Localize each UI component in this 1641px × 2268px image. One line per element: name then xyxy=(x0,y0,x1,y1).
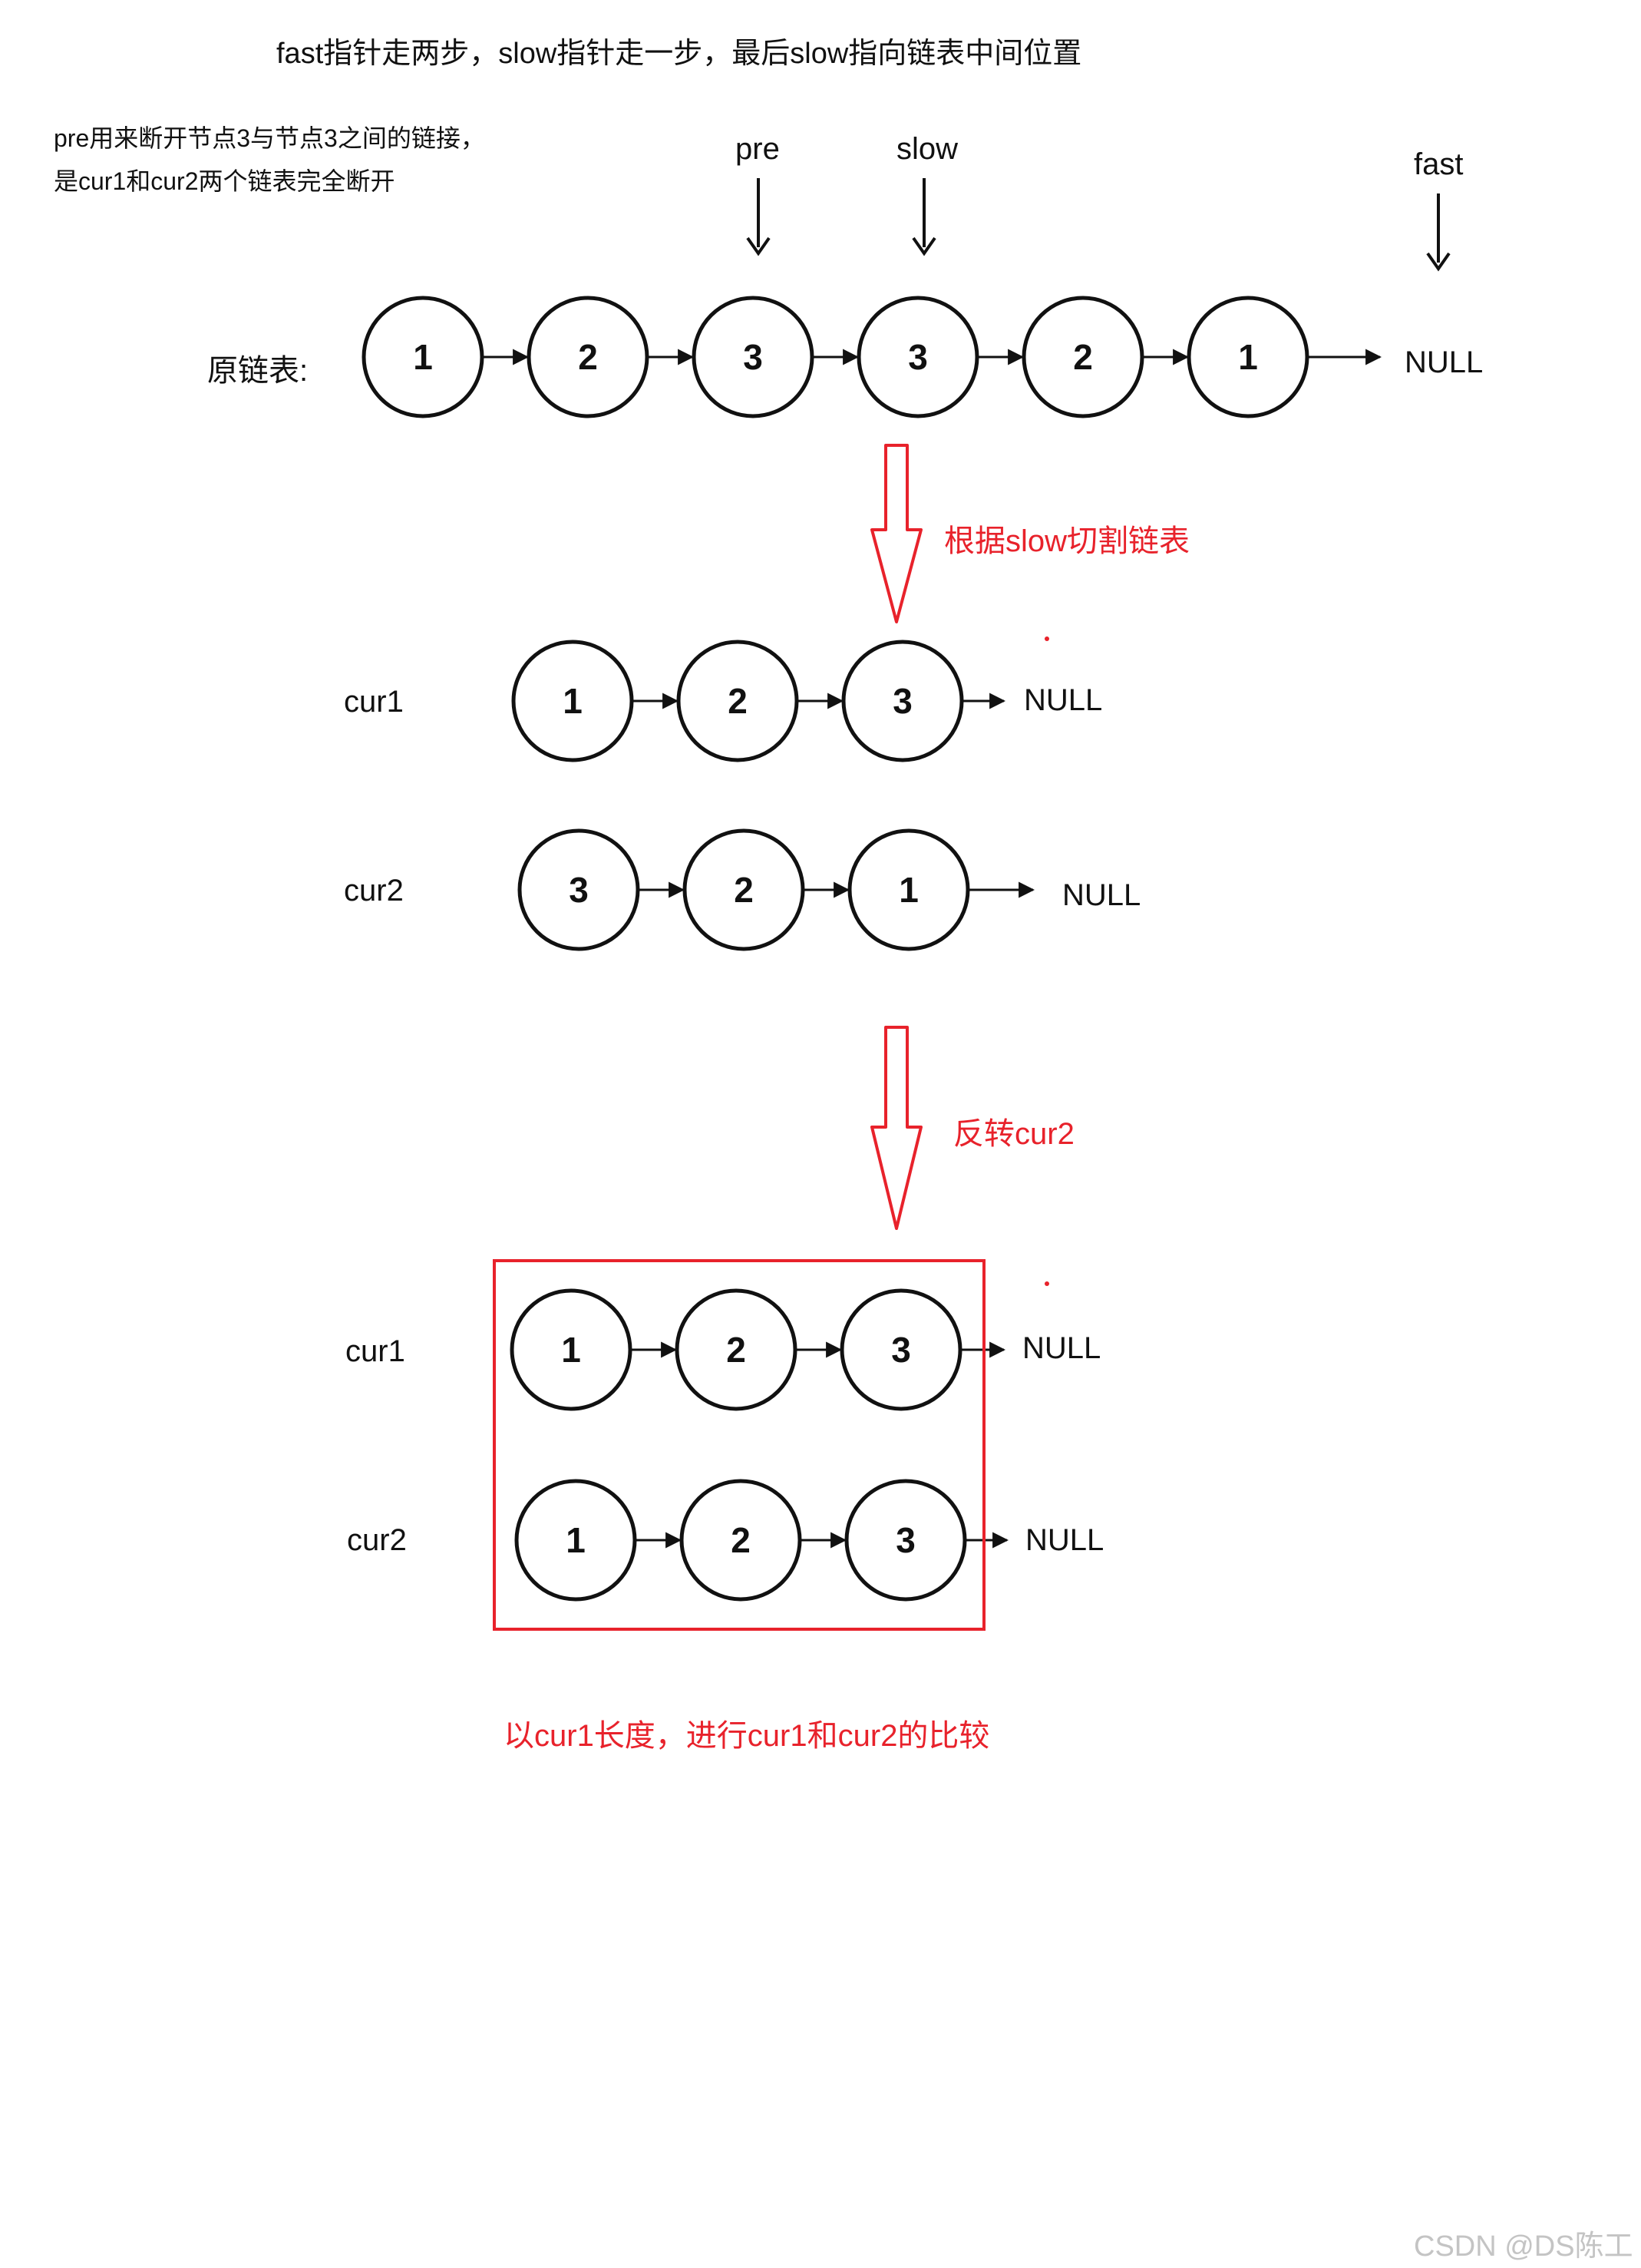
original-node: 1 xyxy=(362,296,484,418)
fast-pointer-label: fast xyxy=(1414,147,1464,181)
original-node-value: 2 xyxy=(578,337,598,377)
split-cur1-null: NULL xyxy=(1024,683,1103,717)
slow-pointer-arrowhead xyxy=(912,236,936,256)
reversed-cur2-node: 3 xyxy=(844,1479,967,1602)
split-cur2-node-value: 1 xyxy=(899,870,919,910)
split-cur1-node-value: 2 xyxy=(728,681,748,721)
reversed-cur1-node-value: 3 xyxy=(891,1330,911,1370)
original-node-value: 2 xyxy=(1073,337,1093,377)
diagram-title: fast指针走两步，slow指针走一步，最后slow指向链表中间位置 xyxy=(276,38,1082,70)
reversed-cur2-node-value: 2 xyxy=(731,1520,751,1560)
reversed-cur1-node: 3 xyxy=(840,1288,962,1411)
original-null: NULL xyxy=(1405,345,1484,379)
split-cur1-node: 1 xyxy=(511,640,634,762)
reversed-cur2-list: 1 2 3 xyxy=(514,1479,1009,1602)
split-cur1-node-value: 1 xyxy=(563,681,583,721)
reversed-cur1-node-value: 2 xyxy=(726,1330,746,1370)
reversed-cur1-node: 2 xyxy=(675,1288,797,1411)
reversed-cur2-node: 2 xyxy=(679,1479,802,1602)
reversed-cur1-null: NULL xyxy=(1022,1331,1101,1365)
original-node-value: 1 xyxy=(413,337,433,377)
pre-pointer-arrowhead xyxy=(746,236,771,256)
reversed-cur1-node: 1 xyxy=(510,1288,632,1411)
original-node: 2 xyxy=(1022,296,1144,418)
note-line-2: 是cur1和cur2两个链表完全断开 xyxy=(54,167,395,195)
reversed-cur2-node-value: 1 xyxy=(566,1520,586,1560)
original-node: 3 xyxy=(692,296,814,418)
split-cur2-node: 1 xyxy=(847,828,970,951)
compare-caption: 以cur1长度，进行cur1和cur2的比较 xyxy=(504,1719,990,1753)
reversed-cur2-label: cur2 xyxy=(347,1523,407,1557)
split-cur1-node: 3 xyxy=(841,640,964,762)
original-node-value: 3 xyxy=(908,337,928,377)
original-node: 3 xyxy=(857,296,979,418)
reversed-cur2-null: NULL xyxy=(1025,1523,1104,1557)
split-cur2-null: NULL xyxy=(1062,878,1141,912)
split-cur1-node: 2 xyxy=(676,640,799,762)
split-cur2-node: 2 xyxy=(682,828,805,951)
original-node: 1 xyxy=(1187,296,1309,418)
reverse-caption: 反转cur2 xyxy=(953,1117,1075,1151)
red-dot-mark xyxy=(1045,636,1049,641)
pointer-arrows xyxy=(746,178,1451,272)
split-cur1-node-value: 3 xyxy=(893,681,913,721)
split-cur2-list: 3 2 1 xyxy=(517,828,1035,951)
split-cur1-label: cur1 xyxy=(344,685,404,719)
reverse-down-arrow xyxy=(870,1026,923,1230)
pre-pointer-label: pre xyxy=(735,132,780,166)
note-line-1: pre用来断开节点3与节点3之间的链接， xyxy=(54,124,485,152)
original-list: 1 2 3 3 2 1 xyxy=(362,296,1382,418)
reversed-cur2-node: 1 xyxy=(514,1479,637,1602)
split-cur2-node-value: 3 xyxy=(569,870,589,910)
fast-pointer-arrowhead xyxy=(1426,252,1451,272)
red-dot-mark xyxy=(1045,1281,1049,1286)
reversed-cur2-node-value: 3 xyxy=(896,1520,916,1560)
original-list-label: 原链表: xyxy=(207,354,309,388)
split-cur2-label: cur2 xyxy=(344,874,404,908)
split-caption: 根据slow切割链表 xyxy=(944,524,1190,558)
reversed-cur1-list: 1 2 3 xyxy=(510,1288,1006,1411)
comparison-highlight-box xyxy=(493,1259,986,1631)
original-node-value: 3 xyxy=(743,337,763,377)
split-down-arrow xyxy=(870,444,923,623)
original-node-value: 1 xyxy=(1238,337,1258,377)
split-cur2-node: 3 xyxy=(517,828,640,951)
watermark: CSDN @DS陈工 xyxy=(1414,2230,1633,2263)
split-cur2-node-value: 2 xyxy=(734,870,754,910)
split-cur1-list: 1 2 3 xyxy=(511,640,1006,762)
reversed-cur1-label: cur1 xyxy=(345,1334,405,1368)
original-node: 2 xyxy=(527,296,649,418)
reversed-cur1-node-value: 1 xyxy=(561,1330,581,1370)
slow-pointer-label: slow xyxy=(896,132,959,166)
